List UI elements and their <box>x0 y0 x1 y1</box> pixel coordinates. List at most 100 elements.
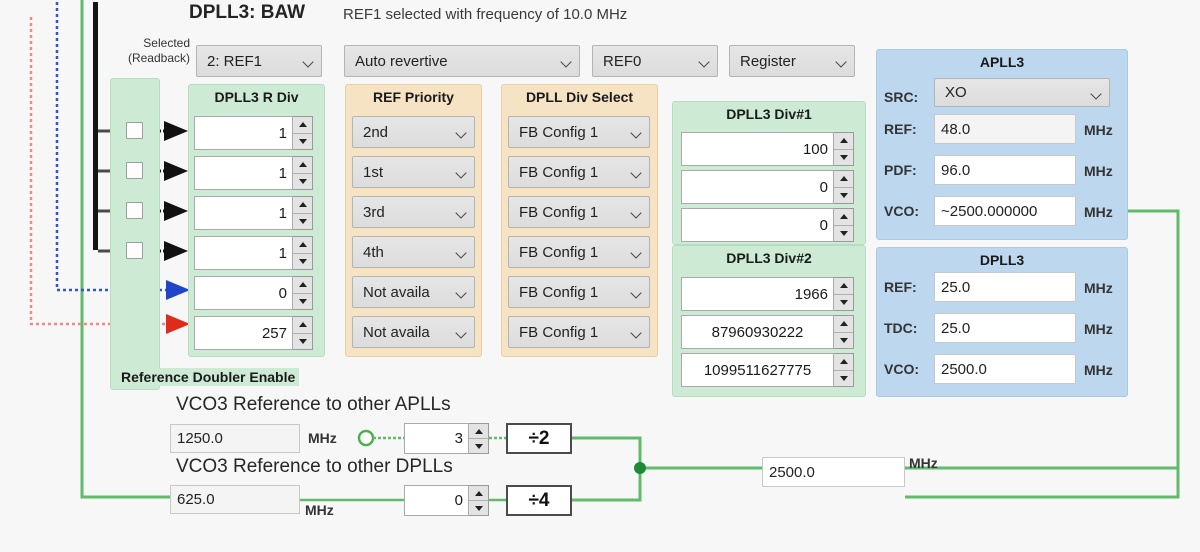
ref-priority-dropdown-5[interactable]: Not availa <box>352 276 475 308</box>
reference-doubler-checkbox-4[interactable] <box>126 242 143 259</box>
dpll3-r-div-spinner-5-buttons[interactable] <box>293 276 313 310</box>
dpll3-r-div-spinner-1-field[interactable]: 1 <box>194 116 293 150</box>
dpll3-div2-spinner-2[interactable]: 87960930222 <box>681 315 854 349</box>
dpll3-div1-spinner-3[interactable]: 0 <box>681 208 854 242</box>
spinner-up-icon[interactable] <box>293 157 312 174</box>
spinner-down-icon[interactable] <box>834 333 853 349</box>
spinner-down-icon[interactable] <box>469 439 488 453</box>
vco3-dpll-spinner[interactable]: 0 <box>404 485 489 516</box>
dpll3-div2-spinner-2-field[interactable]: 87960930222 <box>681 315 834 349</box>
ref-priority-dropdown-2[interactable]: 1st <box>352 156 475 188</box>
dpll-div-select-dropdown-1[interactable]: FB Config 1 <box>508 116 650 148</box>
apll3-pdf-field[interactable]: 96.0 <box>934 155 1076 185</box>
spinner-up-icon[interactable] <box>834 354 853 371</box>
ref-priority-dropdown-1[interactable]: 2nd <box>352 116 475 148</box>
dpll3-div1-spinner-1-field[interactable]: 100 <box>681 132 834 166</box>
dpll3-r-div-spinner-1[interactable]: 1 <box>194 116 313 150</box>
vco3-apll-frequency-field[interactable]: 1250.0 <box>170 424 300 453</box>
spinner-down-icon[interactable] <box>834 150 853 166</box>
dpll3-r-div-spinner-6[interactable]: 257 <box>194 316 313 350</box>
dpll3-r-div-spinner-5[interactable]: 0 <box>194 276 313 310</box>
dpll3-r-div-spinner-2-buttons[interactable] <box>293 156 313 190</box>
dpll3-ref-field[interactable]: 25.0 <box>934 272 1076 302</box>
dpll3-r-div-spinner-2-field[interactable]: 1 <box>194 156 293 190</box>
reference-doubler-checkbox-1[interactable] <box>126 122 143 139</box>
dpll-div-select-dropdown-2[interactable]: FB Config 1 <box>508 156 650 188</box>
reference-doubler-checkbox-3[interactable] <box>126 202 143 219</box>
dpll3-r-div-spinner-4[interactable]: 1 <box>194 236 313 270</box>
dpll3-div2-spinner-2-buttons[interactable] <box>834 315 854 349</box>
ref-priority-dropdown-4[interactable]: 4th <box>352 236 475 268</box>
spinner-down-icon[interactable] <box>834 188 853 204</box>
dpll3-div2-spinner-1-buttons[interactable] <box>834 277 854 311</box>
vco3-apll-spinner[interactable]: 3 <box>404 423 489 454</box>
dpll-div-select-dropdown-3[interactable]: FB Config 1 <box>508 196 650 228</box>
spinner-up-icon[interactable] <box>293 317 312 334</box>
spinner-up-icon[interactable] <box>834 171 853 188</box>
reference-doubler-checkbox-2[interactable] <box>126 162 143 179</box>
dpll3-r-div-spinner-3-buttons[interactable] <box>293 196 313 230</box>
dpll3-r-div-spinner-4-field[interactable]: 1 <box>194 236 293 270</box>
spinner-up-icon[interactable] <box>293 237 312 254</box>
ref-priority-dropdown-3[interactable]: 3rd <box>352 196 475 228</box>
spinner-down-icon[interactable] <box>834 371 853 387</box>
dpll3-div2-spinner-1[interactable]: 1966 <box>681 277 854 311</box>
spinner-up-icon[interactable] <box>469 424 488 439</box>
dpll3-r-div-spinner-3[interactable]: 1 <box>194 196 313 230</box>
spinner-up-icon[interactable] <box>293 197 312 214</box>
spinner-down-icon[interactable] <box>293 174 312 190</box>
dpll3-div2-spinner-3[interactable]: 1099511627775 <box>681 353 854 387</box>
vco3-dpll-spinner-field[interactable]: 0 <box>404 485 469 516</box>
selected-reference-dropdown[interactable]: 2: REF1 <box>196 45 322 77</box>
dpll-div-select-dropdown-6[interactable]: FB Config 1 <box>508 316 650 348</box>
dpll3-div2-spinner-3-field[interactable]: 1099511627775 <box>681 353 834 387</box>
spinner-down-icon[interactable] <box>293 294 312 310</box>
dpll-div-select-dropdown-5[interactable]: FB Config 1 <box>508 276 650 308</box>
apll3-vco-field[interactable]: ~2500.000000 <box>934 196 1076 226</box>
spinner-down-icon[interactable] <box>834 226 853 242</box>
dpll3-r-div-spinner-6-field[interactable]: 257 <box>194 316 293 350</box>
vco3-dpll-frequency-field[interactable]: 625.0 <box>170 485 300 514</box>
vco3-apll-spinner-field[interactable]: 3 <box>404 423 469 454</box>
dpll3-r-div-spinner-1-buttons[interactable] <box>293 116 313 150</box>
vco3-dpll-spinner-buttons[interactable] <box>469 485 489 516</box>
spinner-down-icon[interactable] <box>293 334 312 350</box>
dpll3-div2-spinner-1-field[interactable]: 1966 <box>681 277 834 311</box>
spinner-up-icon[interactable] <box>469 486 488 501</box>
dpll3-r-div-spinner-2[interactable]: 1 <box>194 156 313 190</box>
ref-priority-dropdown-6[interactable]: Not availa <box>352 316 475 348</box>
spinner-down-icon[interactable] <box>293 214 312 230</box>
spinner-up-icon[interactable] <box>834 133 853 150</box>
dpll3-div1-spinner-2-buttons[interactable] <box>834 170 854 204</box>
revertive-mode-dropdown[interactable]: Auto revertive <box>344 45 580 77</box>
apll3-src-dropdown[interactable]: XO <box>934 78 1110 107</box>
dpll3-div1-spinner-3-field[interactable]: 0 <box>681 208 834 242</box>
dpll3-r-div-spinner-6-buttons[interactable] <box>293 316 313 350</box>
spinner-up-icon[interactable] <box>293 117 312 134</box>
dpll-div-select-dropdown-4[interactable]: FB Config 1 <box>508 236 650 268</box>
spinner-down-icon[interactable] <box>469 501 488 515</box>
spinner-up-icon[interactable] <box>834 316 853 333</box>
dpll3-div2-spinner-3-buttons[interactable] <box>834 353 854 387</box>
dpll3-r-div-spinner-4-buttons[interactable] <box>293 236 313 270</box>
dpll3-div1-spinner-3-buttons[interactable] <box>834 208 854 242</box>
dpll3-tdc-field[interactable]: 25.0 <box>934 313 1076 343</box>
spinner-down-icon[interactable] <box>834 295 853 311</box>
dpll3-r-div-spinner-3-field[interactable]: 1 <box>194 196 293 230</box>
dpll3-div1-spinner-2[interactable]: 0 <box>681 170 854 204</box>
vco-output-frequency-field[interactable]: 2500.0 <box>762 457 905 487</box>
spinner-up-icon[interactable] <box>834 209 853 226</box>
spinner-up-icon[interactable] <box>293 277 312 294</box>
apll3-ref-field[interactable]: 48.0 <box>934 114 1076 144</box>
spinner-down-icon[interactable] <box>293 134 312 150</box>
control-source-dropdown[interactable]: Register <box>729 45 855 77</box>
dpll3-vco-field[interactable]: 2500.0 <box>934 354 1076 384</box>
dpll3-div1-spinner-1-buttons[interactable] <box>834 132 854 166</box>
dpll3-r-div-spinner-5-field[interactable]: 0 <box>194 276 293 310</box>
spinner-down-icon[interactable] <box>293 254 312 270</box>
forced-reference-dropdown[interactable]: REF0 <box>592 45 718 77</box>
vco3-apll-spinner-buttons[interactable] <box>469 423 489 454</box>
dpll3-div1-spinner-2-field[interactable]: 0 <box>681 170 834 204</box>
dpll3-div1-spinner-1[interactable]: 100 <box>681 132 854 166</box>
spinner-up-icon[interactable] <box>834 278 853 295</box>
